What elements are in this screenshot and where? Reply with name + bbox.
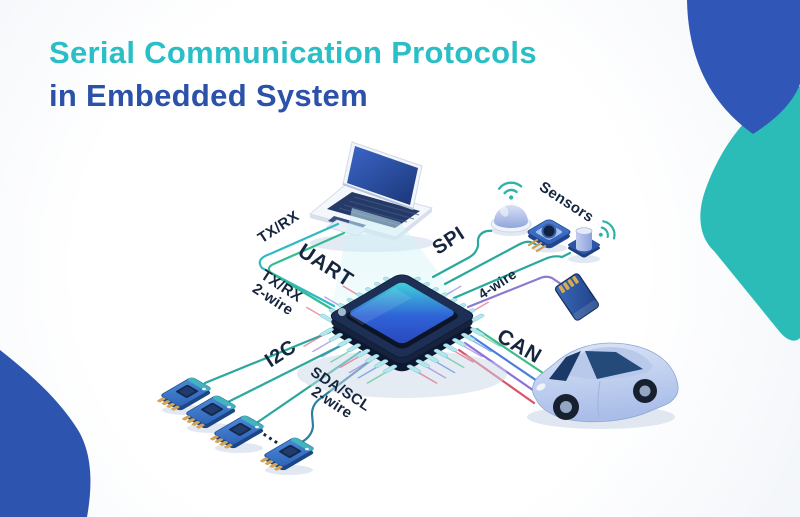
label-sensors: Sensors [536,178,597,226]
label-spi-wires: 4-wire [475,266,519,302]
sd-card-icon [554,273,600,321]
title-line-2: in Embedded System [49,77,368,113]
decor-blue-blob-top-right [687,0,800,134]
decor-blue-blob-bottom-left [0,350,91,517]
label-can: CAN [493,325,545,369]
cylinder-sensor-icon [567,217,619,263]
decor-teal-blob [700,86,800,341]
uart-wires [258,222,346,316]
spi-wires [431,228,572,309]
car-icon [527,342,679,429]
label-uart-wires-top: TX/RX [255,208,303,247]
sensor-module-icon [527,219,571,253]
dome-sensor-icon [490,180,532,236]
page-title: Serial Communication Protocols in Embedd… [49,34,537,116]
title-line-1: Serial Communication Protocols [49,35,537,70]
label-i2c: I2C [261,336,300,372]
label-spi: SPI [429,223,469,260]
microcontroller-chip-icon [297,274,507,398]
label-uart-wires-bottom: TX/RX 2-wire [249,267,305,319]
